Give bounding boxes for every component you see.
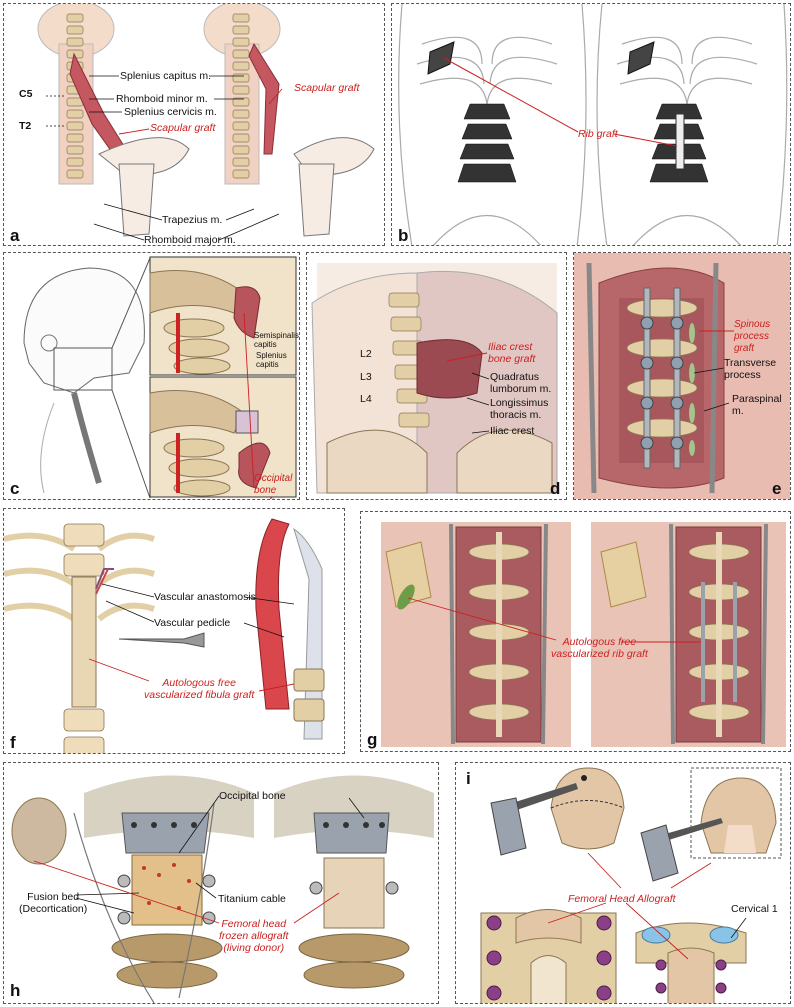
panel-a-illustration — [37, 4, 375, 241]
panel-letter-g: g — [367, 730, 378, 749]
label-occipital-bone-graft: Occipital bone graft — [254, 473, 293, 499]
panel-e-illustration — [574, 253, 790, 499]
label-l2: L2 — [360, 348, 372, 360]
panel-d: L2 L3 L4 Iliac crest bone graft Quadratu… — [306, 252, 567, 500]
label-scapular-graft-right: Scapular graft — [294, 82, 360, 94]
label-l4: L4 — [360, 393, 372, 405]
label-fibula-graft: Autologous free vascularized fibula graf… — [144, 677, 255, 701]
label-fusion-bed: Fusion bed (Decortication) — [19, 891, 88, 915]
label-spinous-process-graft: Spinous process graft — [734, 319, 771, 354]
label-vascular-anastomosis: Vascular anastomosis — [154, 591, 256, 603]
panel-g: Autologous free vascularized rib graft g — [360, 511, 791, 752]
label-vascular-pedicle: Vascular pedicle — [154, 617, 231, 629]
label-rib-graft: Rib graft — [578, 128, 618, 140]
label-quadratus: Quadratus lumborum m. — [490, 371, 552, 395]
label-femoral-head-frozen-allograft: Femoral head frozen allograft (living do… — [219, 918, 289, 954]
panel-letter-c: c — [10, 479, 20, 498]
label-trapezius: Trapezius m. — [162, 214, 223, 226]
panel-c: Semispinalis capitis Splenius capitis Oc… — [3, 252, 300, 500]
panel-d-illustration — [311, 263, 558, 494]
panel-b-illustration — [398, 4, 788, 245]
panel-e: Spinous process graft Transverse process… — [573, 252, 791, 500]
label-femoral-head-allograft: Femoral Head Allograft — [568, 893, 676, 905]
label-longissimus: Longissimus thoracis m. — [490, 397, 549, 421]
label-rib-graft-g: Autologous free vascularized rib graft — [551, 636, 648, 660]
label-rhomboid-major: Rhomboid major m. — [144, 234, 236, 246]
panel-i: Femoral Head Allograft Cervical 1 i — [455, 762, 791, 1004]
panel-h: Occipital bone Titanium cable Fusion bed… — [3, 762, 439, 1004]
panel-g-illustration — [361, 512, 790, 751]
panel-f-illustration — [4, 518, 325, 753]
label-splenius-capitus: Splenius capitus m. — [120, 70, 212, 82]
label-occipital-bone: Occipital bone — [219, 790, 286, 802]
label-l3: L3 — [360, 371, 372, 383]
label-splenius-capitis: Splenius capitis — [256, 351, 287, 369]
label-cervical-1: Cervical 1 — [731, 903, 778, 915]
label-c5: C5 — [19, 88, 33, 100]
panel-h-illustration — [11, 775, 434, 1003]
label-semispinalis: Semispinalis capitis — [254, 331, 299, 349]
panel-letter-h: h — [10, 981, 21, 1000]
panel-b: Rib graft b — [391, 3, 791, 246]
label-titanium-cable: Titanium cable — [218, 893, 286, 905]
label-paraspinal: Paraspinal m. — [732, 393, 782, 417]
panel-a: C5 T2 Splenius capitus m. Rhomboid minor… — [3, 3, 385, 246]
panel-letter-a: a — [10, 226, 20, 245]
label-rhomboid-minor: Rhomboid minor m. — [116, 93, 208, 105]
label-iliac-crest-bone-graft: Iliac crest bone graft — [488, 341, 536, 365]
label-splenius-cervicis: Splenius cervicis m. — [124, 106, 217, 118]
label-iliac-crest: Iliac crest — [490, 425, 535, 437]
panel-c-illustration — [23, 256, 297, 499]
panel-letter-i: i — [466, 769, 471, 788]
label-transverse-process: Transverse process — [724, 357, 777, 381]
panel-i-illustration — [480, 767, 782, 1003]
label-t2: T2 — [19, 120, 32, 132]
label-scapular-graft-left: Scapular graft — [150, 122, 216, 134]
panel-f: Vascular anastomosis Vascular pedicle Au… — [3, 508, 345, 754]
panel-letter-e: e — [772, 479, 782, 498]
panel-letter-d: d — [550, 479, 561, 498]
panel-letter-b: b — [398, 226, 409, 245]
panel-letter-f: f — [10, 733, 16, 752]
